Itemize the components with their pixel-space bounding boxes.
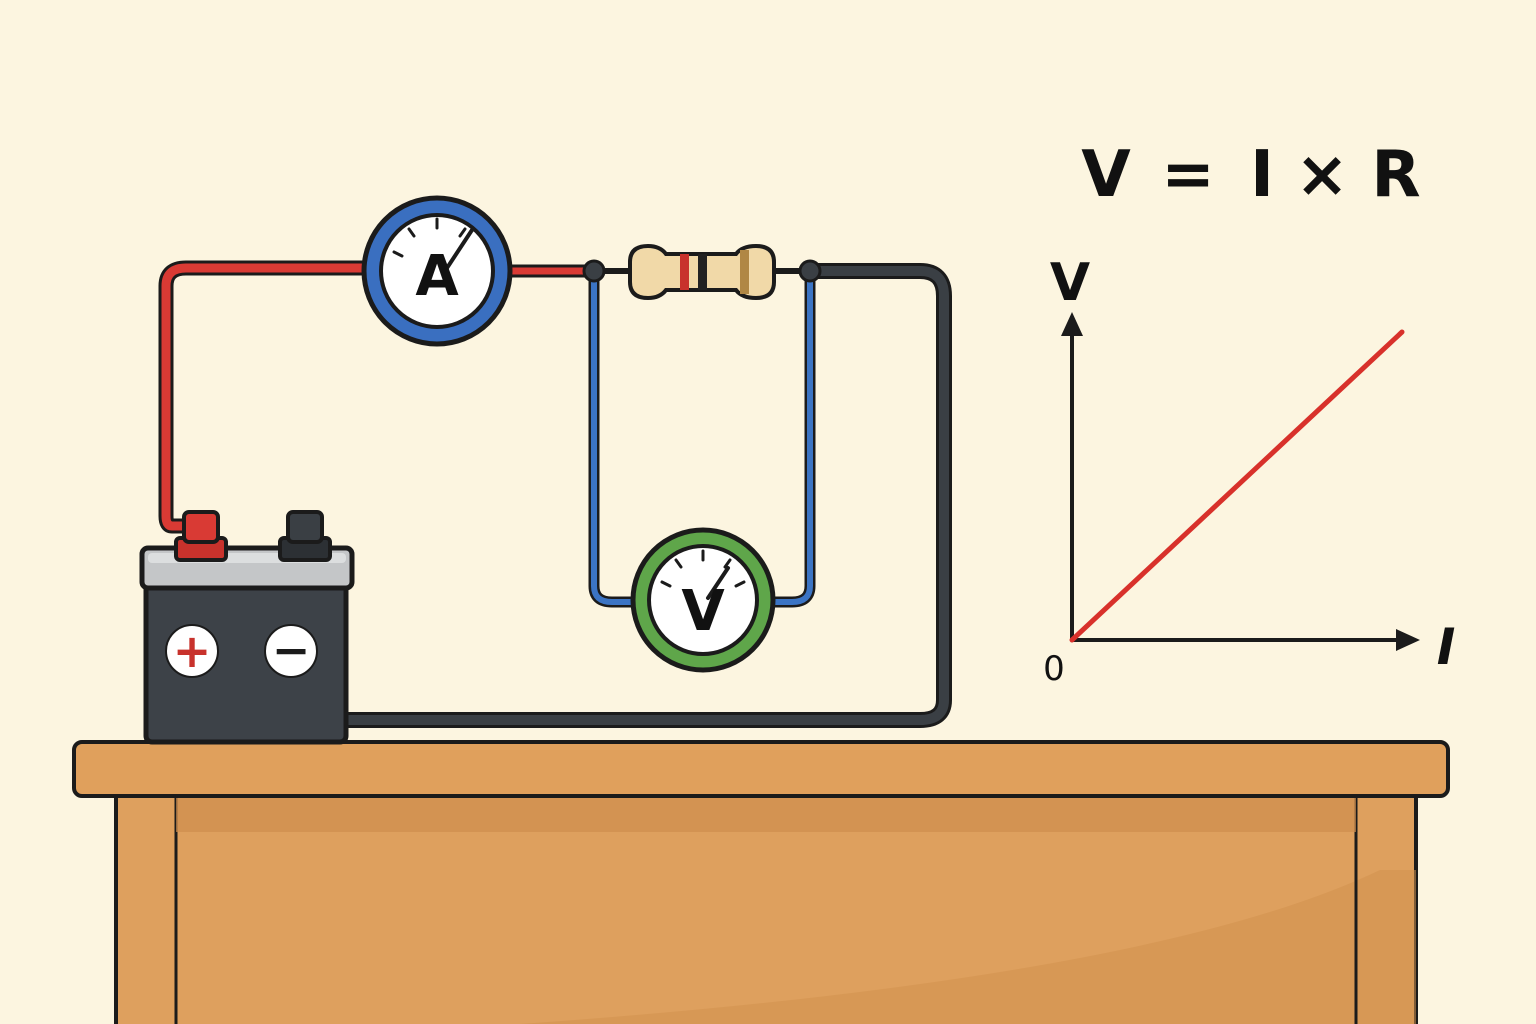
table-shadow-curve <box>520 870 1416 1024</box>
graph-y-label: V <box>1050 253 1090 313</box>
voltmeter-face <box>647 544 759 656</box>
wire-blue-right <box>764 266 816 608</box>
vi-graph: V I 0 <box>1043 253 1455 689</box>
battery-terminal-negative <box>278 510 332 562</box>
ammeter-label: A <box>415 244 459 309</box>
formula-equals: = <box>1161 138 1215 212</box>
battery-plus-symbol: + <box>173 624 212 678</box>
ohms-law-formula: V = I × R <box>1081 138 1420 212</box>
ammeter-needle <box>445 228 474 270</box>
battery-terminal-positive <box>174 510 228 562</box>
battery-minus-symbol: − <box>272 623 311 677</box>
formula-v: V <box>1081 138 1131 212</box>
battery-minus-badge <box>264 624 318 678</box>
wire-blue-left-core <box>591 269 643 605</box>
wire-red-battery-to-ammeter-core <box>161 263 371 531</box>
resistor <box>604 243 800 301</box>
ammeter-ticks <box>392 217 467 258</box>
formula-r: R <box>1371 138 1420 212</box>
resistor-band-gold <box>740 250 749 294</box>
battery-plus-badge <box>165 624 219 678</box>
graph-x-arrow <box>1396 629 1420 651</box>
graph-x-label: I <box>1437 618 1456 676</box>
table-apron-shadow <box>176 796 1356 832</box>
voltmeter-ticks <box>660 549 746 588</box>
wires <box>158 260 952 728</box>
graph-series-line <box>1069 329 1405 643</box>
graph-origin-label: 0 <box>1043 649 1065 689</box>
wire-blue-left <box>588 266 646 608</box>
battery: + − <box>139 510 355 745</box>
wire-black-return-core <box>335 266 949 725</box>
ammeter: A <box>361 195 513 347</box>
formula-i: I <box>1250 138 1274 212</box>
voltmeter: V <box>630 527 776 673</box>
table-top <box>72 740 1450 798</box>
wire-red-battery-to-ammeter <box>158 260 374 534</box>
junction-node-left <box>582 259 606 283</box>
table <box>72 740 1450 1024</box>
formula-times: × <box>1295 138 1349 212</box>
wire-blue-right-core <box>767 269 813 605</box>
resistor-band-black <box>698 254 707 290</box>
resistor-band-red <box>680 254 689 290</box>
junction-node-right <box>798 259 822 283</box>
voltmeter-label: V <box>681 579 725 644</box>
graph-y-arrow <box>1061 312 1083 336</box>
voltmeter-needle <box>706 566 730 600</box>
